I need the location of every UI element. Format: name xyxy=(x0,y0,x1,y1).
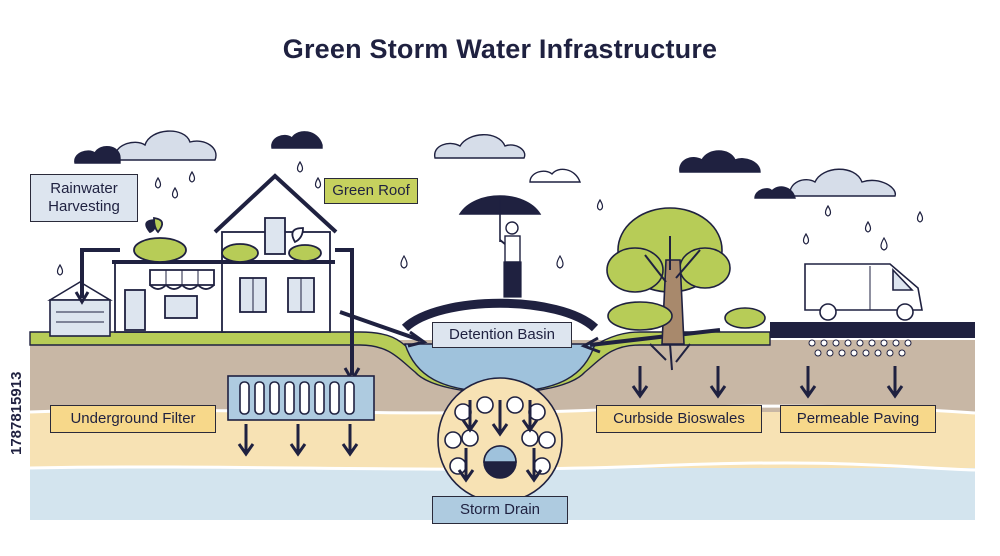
label-permeable-paving: Permeable Paving xyxy=(780,405,936,433)
diagram-title: Green Storm Water Infrastructure xyxy=(282,34,718,64)
house xyxy=(112,173,338,333)
underground-filter-unit xyxy=(227,375,375,421)
label-storm-drain: Storm Drain xyxy=(432,496,568,524)
road xyxy=(770,322,975,338)
permeable-paving-dots xyxy=(808,339,912,357)
storm-drain-chamber xyxy=(437,377,563,503)
bridge-with-person xyxy=(401,195,599,332)
label-detention-basin: Detention Basin xyxy=(432,322,572,348)
tree xyxy=(606,207,766,371)
rain-drops xyxy=(56,160,924,276)
drain-pipes xyxy=(74,248,721,383)
infiltration-arrows xyxy=(237,366,904,483)
label-curbside-bioswales: Curbside Bioswales xyxy=(596,405,762,433)
van xyxy=(804,263,923,321)
label-green-roof: Green Roof xyxy=(324,178,418,204)
stock-id: 1787815913 xyxy=(8,371,25,455)
label-underground-filter: Underground Filter xyxy=(50,405,216,433)
clouds xyxy=(74,130,896,199)
label-rainwater-harvesting: Rainwater Harvesting xyxy=(30,174,138,222)
